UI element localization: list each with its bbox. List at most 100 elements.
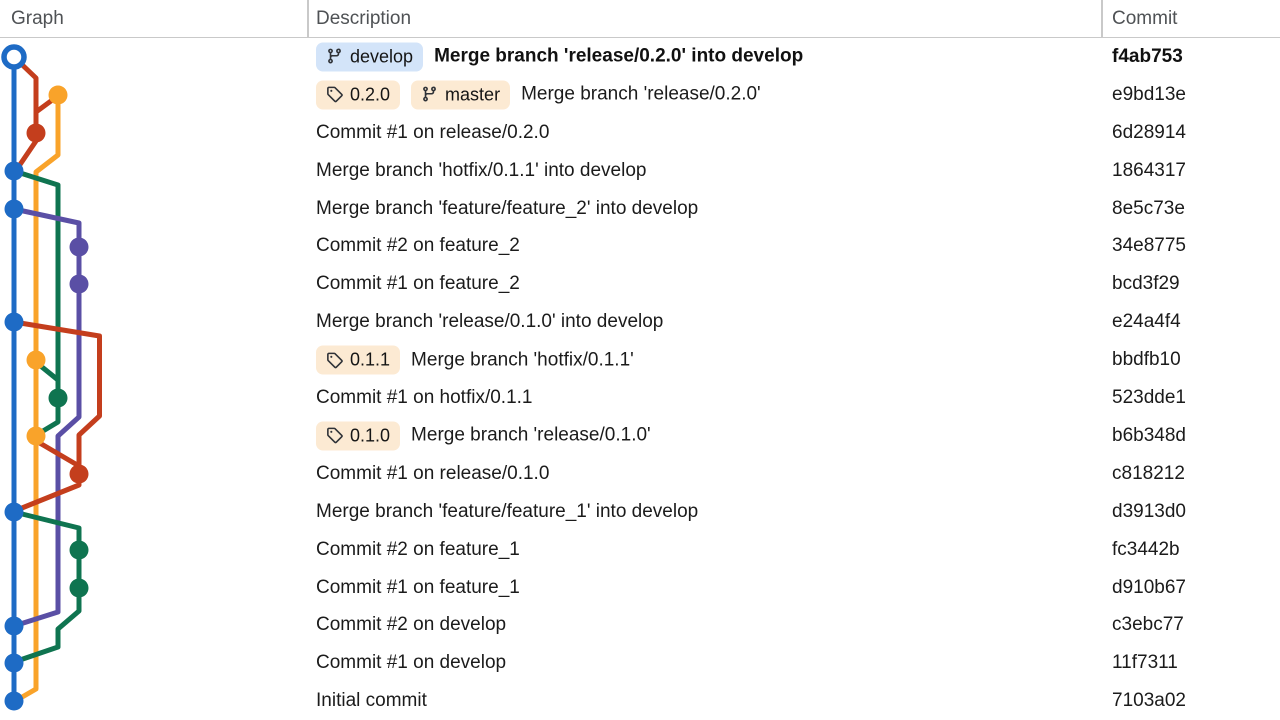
commit-hash: bcd3f29 bbox=[1112, 273, 1180, 295]
commit-hash: 523dde1 bbox=[1112, 387, 1186, 409]
commit-dot bbox=[4, 199, 24, 219]
badge-label: 0.2.0 bbox=[350, 84, 391, 105]
commit-description-cell: Commit #1 on release/0.2.0 bbox=[316, 122, 549, 144]
commit-dot bbox=[48, 388, 68, 408]
commit-hash: 1864317 bbox=[1112, 159, 1186, 181]
commit-row[interactable]: Commit #2 on feature_1 fc3442b bbox=[0, 531, 1280, 569]
branch-line-feature-1 bbox=[11, 509, 82, 664]
commit-row[interactable]: Commit #1 on develop 11f7311 bbox=[0, 644, 1280, 682]
commit-description-cell: develop Merge branch 'release/0.2.0' into… bbox=[316, 42, 804, 72]
commit-description-cell: Commit #2 on feature_2 bbox=[316, 235, 520, 257]
branch-badge[interactable]: master bbox=[411, 80, 511, 110]
commit-message: Commit #2 on feature_1 bbox=[316, 538, 520, 560]
commit-row[interactable]: Commit #1 on feature_2 bcd3f29 bbox=[0, 265, 1280, 303]
commit-row[interactable]: Merge branch 'release/0.1.0' into develo… bbox=[0, 303, 1280, 341]
tag-badge[interactable]: 0.1.0 bbox=[316, 421, 401, 451]
commit-dot bbox=[69, 578, 89, 598]
commit-message: Commit #2 on develop bbox=[316, 614, 507, 636]
head-commit-dot bbox=[1, 44, 27, 70]
tag-icon bbox=[326, 86, 343, 103]
commit-dot bbox=[69, 237, 89, 257]
branch-line-release-010-from-develop bbox=[11, 319, 102, 477]
commit-dot bbox=[4, 691, 24, 711]
badge-label: 0.1.0 bbox=[350, 425, 391, 446]
commit-description-cell: Merge branch 'feature/feature_2' into de… bbox=[316, 198, 698, 220]
commit-hash: e24a4f4 bbox=[1112, 311, 1181, 333]
commit-hash: 11f7311 bbox=[1112, 652, 1178, 674]
commit-message: Commit #2 on feature_2 bbox=[316, 235, 520, 257]
column-resize-handle[interactable] bbox=[307, 0, 309, 37]
commit-description-cell: Commit #1 on feature_1 bbox=[316, 577, 520, 599]
badge-label: 0.1.1 bbox=[350, 349, 391, 370]
commit-row[interactable]: Commit #1 on release/0.2.0 6d28914 bbox=[0, 114, 1280, 152]
commit-row[interactable]: 0.1.0 Merge branch 'release/0.1.0' b6b348d bbox=[0, 417, 1280, 455]
commit-hash: f4ab753 bbox=[1112, 45, 1183, 67]
commit-dot bbox=[4, 502, 24, 522]
commit-row[interactable]: Merge branch 'hotfix/0.1.1' into develop… bbox=[0, 152, 1280, 190]
commit-message: Merge branch 'feature/feature_1' into de… bbox=[316, 500, 699, 522]
commit-message: Merge branch 'release/0.1.0' bbox=[411, 424, 651, 446]
commit-row[interactable]: Commit #1 on hotfix/0.1.1 523dde1 bbox=[0, 379, 1280, 417]
commit-hash: 6d28914 bbox=[1112, 121, 1186, 143]
badge-label: master bbox=[445, 84, 501, 105]
tag-icon bbox=[326, 427, 343, 444]
commit-message: Commit #1 on release/0.2.0 bbox=[316, 121, 550, 143]
commit-row[interactable]: Merge branch 'feature/feature_1' into de… bbox=[0, 493, 1280, 531]
branch-line-release-010-to-develop bbox=[14, 471, 82, 513]
commit-dot bbox=[4, 616, 24, 636]
commit-message: Commit #1 on feature_1 bbox=[316, 576, 520, 598]
commit-dot bbox=[26, 123, 46, 143]
description-column-header: Description bbox=[316, 7, 412, 29]
commit-message: Initial commit bbox=[316, 690, 427, 712]
commit-hash: b6b348d bbox=[1112, 424, 1186, 446]
commit-row[interactable]: develop Merge branch 'release/0.2.0' into… bbox=[0, 38, 1280, 76]
commit-message: Merge branch 'hotfix/0.1.1' bbox=[411, 349, 634, 371]
branch-line-master bbox=[14, 92, 61, 703]
commit-dot bbox=[48, 85, 68, 105]
commit-hash: 8e5c73e bbox=[1112, 197, 1185, 219]
tag-badge[interactable]: 0.1.1 bbox=[316, 345, 401, 375]
commit-description-cell: Commit #1 on release/0.1.0 bbox=[316, 463, 549, 485]
commit-dot bbox=[26, 350, 46, 370]
commit-description-cell: 0.2.0 master Merge branch 'release/0.2.0' bbox=[316, 80, 761, 110]
commit-dot bbox=[69, 274, 89, 294]
commit-message: Merge branch 'release/0.2.0' into develo… bbox=[434, 45, 804, 67]
commit-row[interactable]: 0.1.1 Merge branch 'hotfix/0.1.1' bbdfb10 bbox=[0, 341, 1280, 379]
commit-dot bbox=[4, 653, 24, 673]
commit-hash: fc3442b bbox=[1112, 538, 1180, 560]
commit-description-cell: Merge branch 'hotfix/0.1.1' into develop bbox=[316, 160, 646, 182]
commit-message: Commit #1 on feature_2 bbox=[316, 273, 520, 295]
badge-label: develop bbox=[350, 46, 414, 67]
commit-description-cell: Merge branch 'feature/feature_1' into de… bbox=[316, 501, 698, 523]
tag-badge[interactable]: 0.2.0 bbox=[316, 80, 401, 110]
commit-dot bbox=[69, 464, 89, 484]
commit-graph bbox=[1, 44, 102, 711]
column-resize-handle[interactable] bbox=[1101, 0, 1103, 37]
commit-message: Commit #1 on release/0.1.0 bbox=[316, 462, 550, 484]
graph-column-header: Graph bbox=[11, 7, 64, 29]
commit-message: Merge branch 'release/0.2.0' bbox=[521, 83, 761, 105]
commit-hash: bbdfb10 bbox=[1112, 349, 1181, 371]
commit-description-cell: 0.1.0 Merge branch 'release/0.1.0' bbox=[316, 421, 651, 451]
git-branch-icon bbox=[421, 86, 438, 103]
tag-icon bbox=[326, 351, 343, 368]
commit-description-cell: Commit #1 on feature_2 bbox=[316, 273, 520, 295]
commit-hash: 7103a02 bbox=[1112, 690, 1186, 712]
commit-row[interactable]: Merge branch 'feature/feature_2' into de… bbox=[0, 190, 1280, 228]
commit-row[interactable]: Initial commit 7103a02 bbox=[0, 682, 1280, 720]
branch-line-release-010-from-master bbox=[35, 439, 82, 469]
commit-message: Merge branch 'hotfix/0.1.1' into develop bbox=[316, 159, 647, 181]
commit-description-cell: Commit #2 on feature_1 bbox=[316, 539, 520, 561]
commit-dot bbox=[4, 312, 24, 332]
branch-badge[interactable]: develop bbox=[316, 42, 424, 72]
branch-line-feature-2 bbox=[11, 206, 82, 628]
commit-description-cell: Commit #1 on develop bbox=[316, 652, 506, 674]
commit-description-cell: Commit #1 on hotfix/0.1.1 bbox=[316, 387, 533, 409]
commit-description-cell: Merge branch 'release/0.1.0' into develo… bbox=[316, 311, 663, 333]
table-header: Graph Description Commit bbox=[0, 0, 1280, 38]
